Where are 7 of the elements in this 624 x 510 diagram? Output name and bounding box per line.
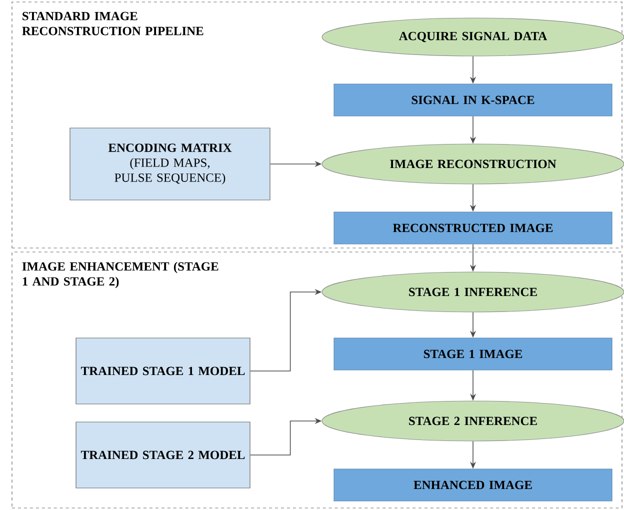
- input-box: TRAINED STAGE 2 MODEL: [76, 422, 250, 488]
- input-box: ENCODING MATRIX (FIELD MAPS, PULSE SEQUENCE): [70, 128, 270, 200]
- output-box: STAGE 1 IMAGE: [334, 338, 612, 370]
- output-box: RECONSTRUCTED IMAGE: [334, 212, 612, 244]
- output-box: ENHANCED IMAGE: [334, 468, 612, 502]
- output-box: SIGNAL IN K-SPACE: [334, 84, 612, 116]
- input-box: TRAINED STAGE 1 MODEL: [76, 338, 250, 404]
